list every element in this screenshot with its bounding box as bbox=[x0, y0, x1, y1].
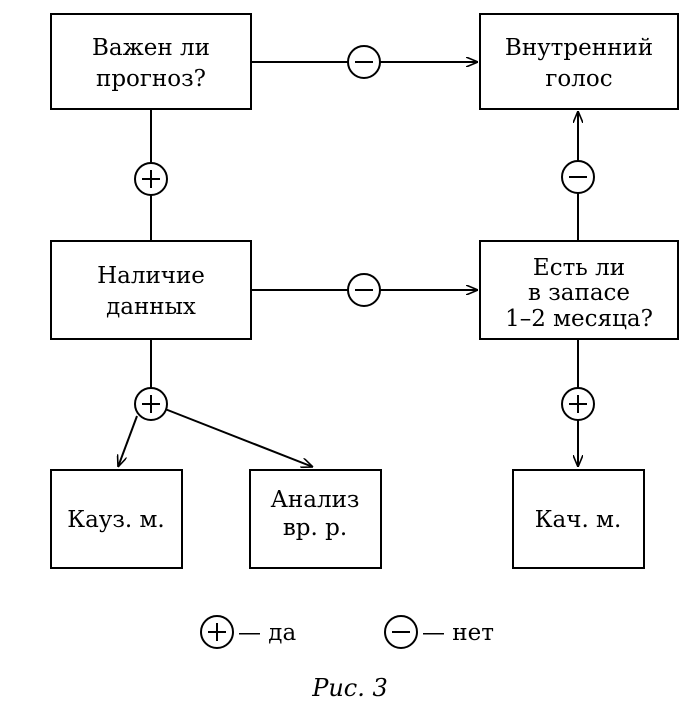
node-reserve-months: Есть ли в запасе 1–2 месяца? bbox=[479, 240, 679, 340]
node-inner-voice: Внутренний голос bbox=[479, 13, 679, 110]
node-line: Важен ли bbox=[92, 35, 210, 61]
plus-sign-icon bbox=[561, 387, 595, 421]
minus-sign-icon bbox=[561, 160, 595, 194]
node-forecast-important: Важен ли прогноз? bbox=[50, 13, 252, 110]
node-line: Кач. м. bbox=[535, 507, 622, 533]
node-time-series: Анализ вр. р. bbox=[249, 469, 382, 569]
legend-plus-icon bbox=[200, 615, 234, 649]
minus-sign-icon bbox=[347, 273, 381, 307]
node-line: Анализ bbox=[271, 487, 360, 513]
legend-minus-label: — нет bbox=[422, 620, 494, 646]
node-line: голос bbox=[545, 66, 612, 92]
node-data-available: Наличие данных bbox=[50, 240, 252, 340]
edge-split-to-causal bbox=[118, 415, 138, 467]
figure-caption: Рис. 3 bbox=[311, 674, 388, 702]
node-line: Кауз. м. bbox=[67, 507, 164, 533]
node-line: 1–2 месяца? bbox=[505, 306, 653, 332]
node-line: Наличие bbox=[97, 263, 205, 289]
legend: — да — нет bbox=[200, 615, 494, 649]
plus-sign-icon bbox=[134, 162, 168, 196]
node-line: Есть ли bbox=[533, 255, 625, 281]
node-line: Внутренний bbox=[505, 35, 653, 61]
node-qualitative-methods: Кач. м. bbox=[512, 469, 645, 569]
node-line: в запасе bbox=[528, 280, 630, 306]
node-causal-methods: Кауз. м. bbox=[50, 469, 183, 569]
node-line: вр. р. bbox=[283, 515, 347, 541]
legend-minus-icon bbox=[384, 615, 418, 649]
edge-split-to-time-series bbox=[164, 408, 313, 467]
legend-plus-label: — да bbox=[238, 620, 296, 646]
node-line: прогноз? bbox=[96, 66, 206, 92]
node-line: данных bbox=[106, 294, 196, 320]
plus-sign-icon bbox=[134, 387, 168, 421]
minus-sign-icon bbox=[347, 45, 381, 79]
